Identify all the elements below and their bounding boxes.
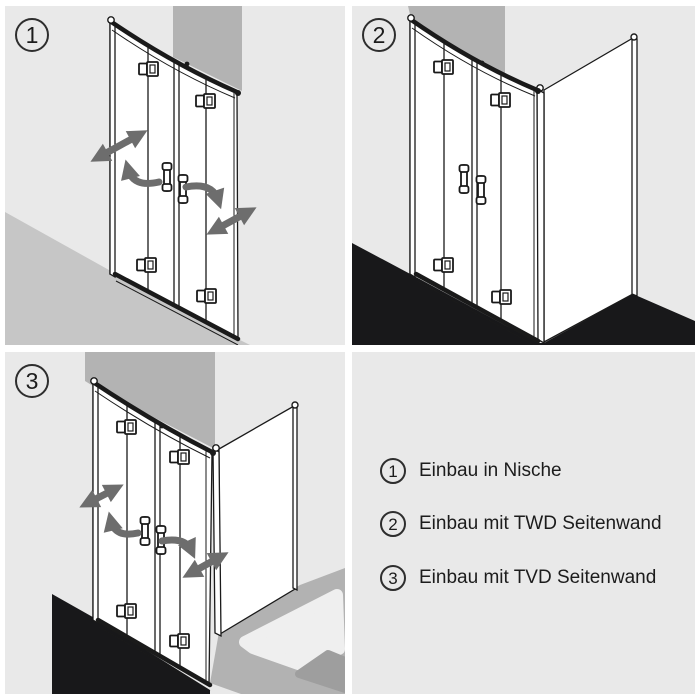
folding-door (107, 16, 241, 345)
legend-number: 3 (388, 568, 398, 588)
hinge-icon (195, 93, 216, 109)
shower-tray (210, 568, 345, 694)
figure-panel-nische: 1 (5, 6, 345, 345)
illustration-einbau-tvd-seitenwand (52, 352, 345, 694)
hinge-icon (169, 633, 190, 649)
legend-panel: 1 Einbau in Nische 2 Einbau mit TWD Seit… (352, 352, 695, 694)
legend-number-badge: 2 (380, 511, 406, 537)
legend-item-label: Einbau mit TWD Seitenwand (419, 513, 662, 534)
legend-item-nische: 1 Einbau in Nische (380, 457, 562, 485)
dark-floor (52, 594, 210, 694)
hinge-icon (490, 92, 511, 108)
figure-number: 2 (372, 21, 386, 48)
pivot-dot (159, 423, 165, 429)
legend-item-tvd: 3 Einbau mit TVD Seitenwand (380, 564, 656, 592)
legend-number-badge: 1 (380, 458, 406, 484)
hinge-icon (433, 257, 454, 273)
floor (5, 212, 250, 345)
figure-number: 1 (25, 21, 39, 48)
double-arrow-icon (182, 552, 229, 578)
figure-number-badge: 3 (15, 364, 49, 398)
hinge-icon (491, 289, 512, 305)
swing-arrow-icon (182, 182, 225, 210)
niche-back-wall (173, 6, 242, 91)
illustration-einbau-twd-seitenwand (352, 6, 695, 345)
figure-number-badge: 1 (15, 18, 49, 52)
legend-number: 1 (388, 461, 398, 481)
fold-direction-arrows (90, 130, 257, 235)
illustration-einbau-in-nische (5, 6, 257, 345)
top-rail (90, 379, 215, 455)
twd-side-wall (536, 33, 638, 345)
figure-panel-twd: 2 (352, 6, 695, 345)
legend-item-twd: 2 Einbau mit TWD Seitenwand (380, 510, 662, 538)
tray-step (295, 650, 345, 693)
figure-number-badge: 2 (362, 18, 396, 52)
bottom-rail (112, 271, 241, 342)
swing-arrow-icon (121, 159, 163, 187)
folding-door (90, 377, 216, 692)
tvd-side-wall (212, 401, 299, 638)
dark-floor (352, 243, 695, 345)
folding-door (407, 14, 541, 345)
hinge-icon (136, 257, 157, 273)
bottom-rail (413, 271, 541, 344)
hinge-icon (169, 449, 190, 465)
pivot-dot (479, 60, 485, 66)
legend-item-label: Einbau in Nische (419, 460, 562, 481)
fold-direction-arrows (79, 484, 229, 578)
legend-number-badge: 3 (380, 565, 406, 591)
hinge-icon (433, 59, 454, 75)
bottom-rail (95, 617, 213, 688)
door-handle-icon (139, 516, 151, 546)
niche-back-wall (85, 352, 215, 449)
figure-panel-tvd: 3 (5, 352, 345, 694)
double-arrow-icon (206, 207, 257, 235)
top-rail (107, 18, 240, 95)
legend-item-label: Einbau mit TVD Seitenwand (419, 567, 657, 588)
hinge-icon (116, 603, 137, 619)
top-rail (407, 16, 540, 93)
swing-arrow-icon (103, 511, 142, 538)
legend-number: 2 (388, 514, 398, 534)
door-handle-icon (475, 175, 487, 205)
hinge-icon (138, 61, 159, 77)
double-arrow-icon (79, 484, 124, 508)
hinge-icon (196, 288, 217, 304)
double-arrow-icon (90, 130, 148, 162)
hinge-icon (116, 419, 137, 435)
swing-arrow-icon (158, 536, 196, 559)
figure-number: 3 (25, 367, 39, 394)
pivot-dot (184, 61, 190, 67)
door-handle-icon (458, 164, 470, 194)
door-handle-icon (161, 162, 173, 192)
